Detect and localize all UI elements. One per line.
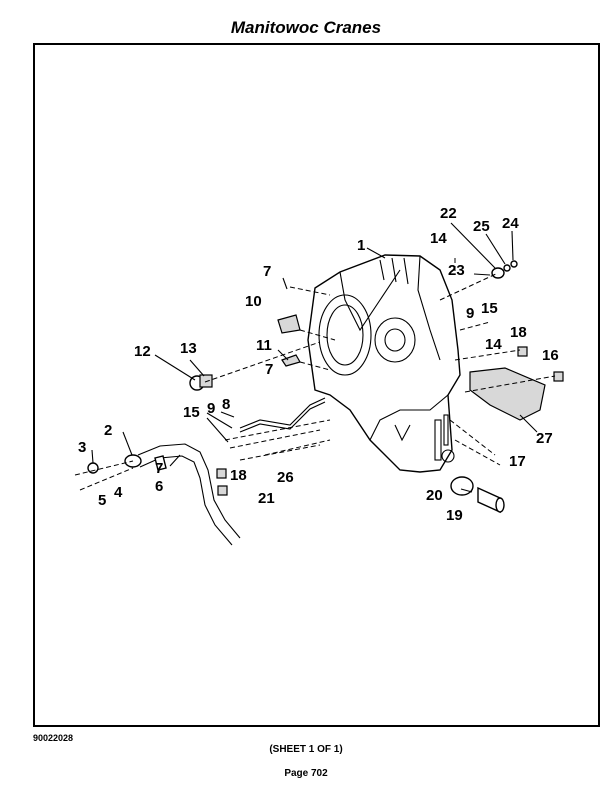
gasket-3 <box>87 462 99 474</box>
oring-20 <box>450 476 474 496</box>
assembly-lines <box>74 258 556 491</box>
callout-22: 22 <box>440 205 457 222</box>
tube-8 <box>239 397 326 429</box>
callout-10: 10 <box>245 293 262 310</box>
callout-7-hose: 7 <box>155 460 163 477</box>
callout-12: 12 <box>134 343 151 360</box>
page-number: Page 702 <box>284 768 328 779</box>
callout-18-right: 18 <box>510 324 527 341</box>
page-header-title: Manitowoc Cranes <box>230 18 382 37</box>
callout-3: 3 <box>78 439 86 456</box>
plug-16 <box>553 371 564 382</box>
ring-25 <box>503 264 511 272</box>
callout-24: 24 <box>502 215 519 232</box>
callout-7-top: 7 <box>263 263 271 280</box>
callout-14-top: 14 <box>430 230 447 247</box>
bearing-22 <box>491 267 505 279</box>
callout-5: 5 <box>98 492 106 509</box>
callout-15-left: 15 <box>183 404 200 421</box>
callout-9-right: 9 <box>466 305 474 322</box>
leader-lines <box>91 222 538 493</box>
callout-8: 8 <box>222 396 230 413</box>
part-callouts: 1 2 3 4 5 6 7 7 7 8 9 9 10 11 12 13 14 1… <box>78 205 559 524</box>
callout-18-left: 18 <box>230 467 247 484</box>
cover-plate <box>469 367 546 421</box>
plug-18b <box>216 468 227 479</box>
callout-23: 23 <box>448 262 465 279</box>
callout-17: 17 <box>509 453 526 470</box>
callout-4: 4 <box>114 484 123 501</box>
ring-24 <box>510 260 518 268</box>
sheet-indicator: (SHEET 1 OF 1) <box>269 744 343 755</box>
callout-14-mid: 14 <box>485 336 502 353</box>
callout-25: 25 <box>473 218 490 235</box>
bracket-10 <box>277 314 301 334</box>
callout-27: 27 <box>536 430 553 447</box>
callout-21: 21 <box>258 490 275 507</box>
bushing-13 <box>199 374 213 388</box>
callout-6: 6 <box>155 478 163 495</box>
callout-1: 1 <box>357 237 365 254</box>
drawing-number: 90022028 <box>33 733 74 743</box>
callout-13: 13 <box>180 340 197 357</box>
plug-18a <box>517 346 528 357</box>
callout-11: 11 <box>256 337 272 354</box>
callout-7-mid: 7 <box>265 361 273 378</box>
callout-20: 20 <box>426 487 443 504</box>
callout-19: 19 <box>446 507 463 524</box>
plug-18c <box>217 485 228 496</box>
callout-2: 2 <box>104 422 112 439</box>
callout-9-left: 9 <box>207 400 215 417</box>
callout-16: 16 <box>542 347 559 364</box>
transmission-housing <box>307 254 461 473</box>
callout-15-right: 15 <box>481 300 498 317</box>
callout-26: 26 <box>277 469 294 486</box>
diagram-frame <box>33 43 600 727</box>
